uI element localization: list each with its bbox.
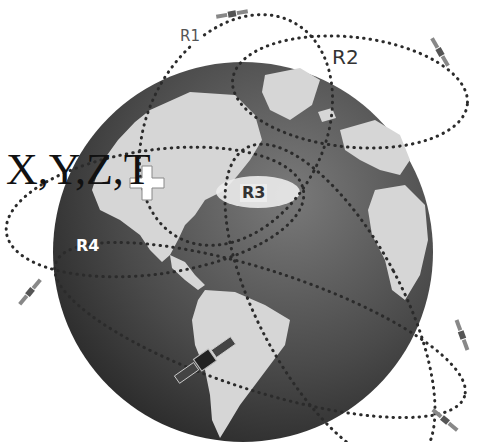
satellites [17,8,470,432]
orbit-label: R2 [330,46,361,68]
orbit-label: R3 [240,184,267,202]
coordinate-label: X,Y,Z,T [6,148,151,192]
cloud-patch [216,176,300,208]
orbit-label: R1 [178,28,202,45]
continents [92,68,428,438]
orbit-label: R4 [76,238,99,254]
